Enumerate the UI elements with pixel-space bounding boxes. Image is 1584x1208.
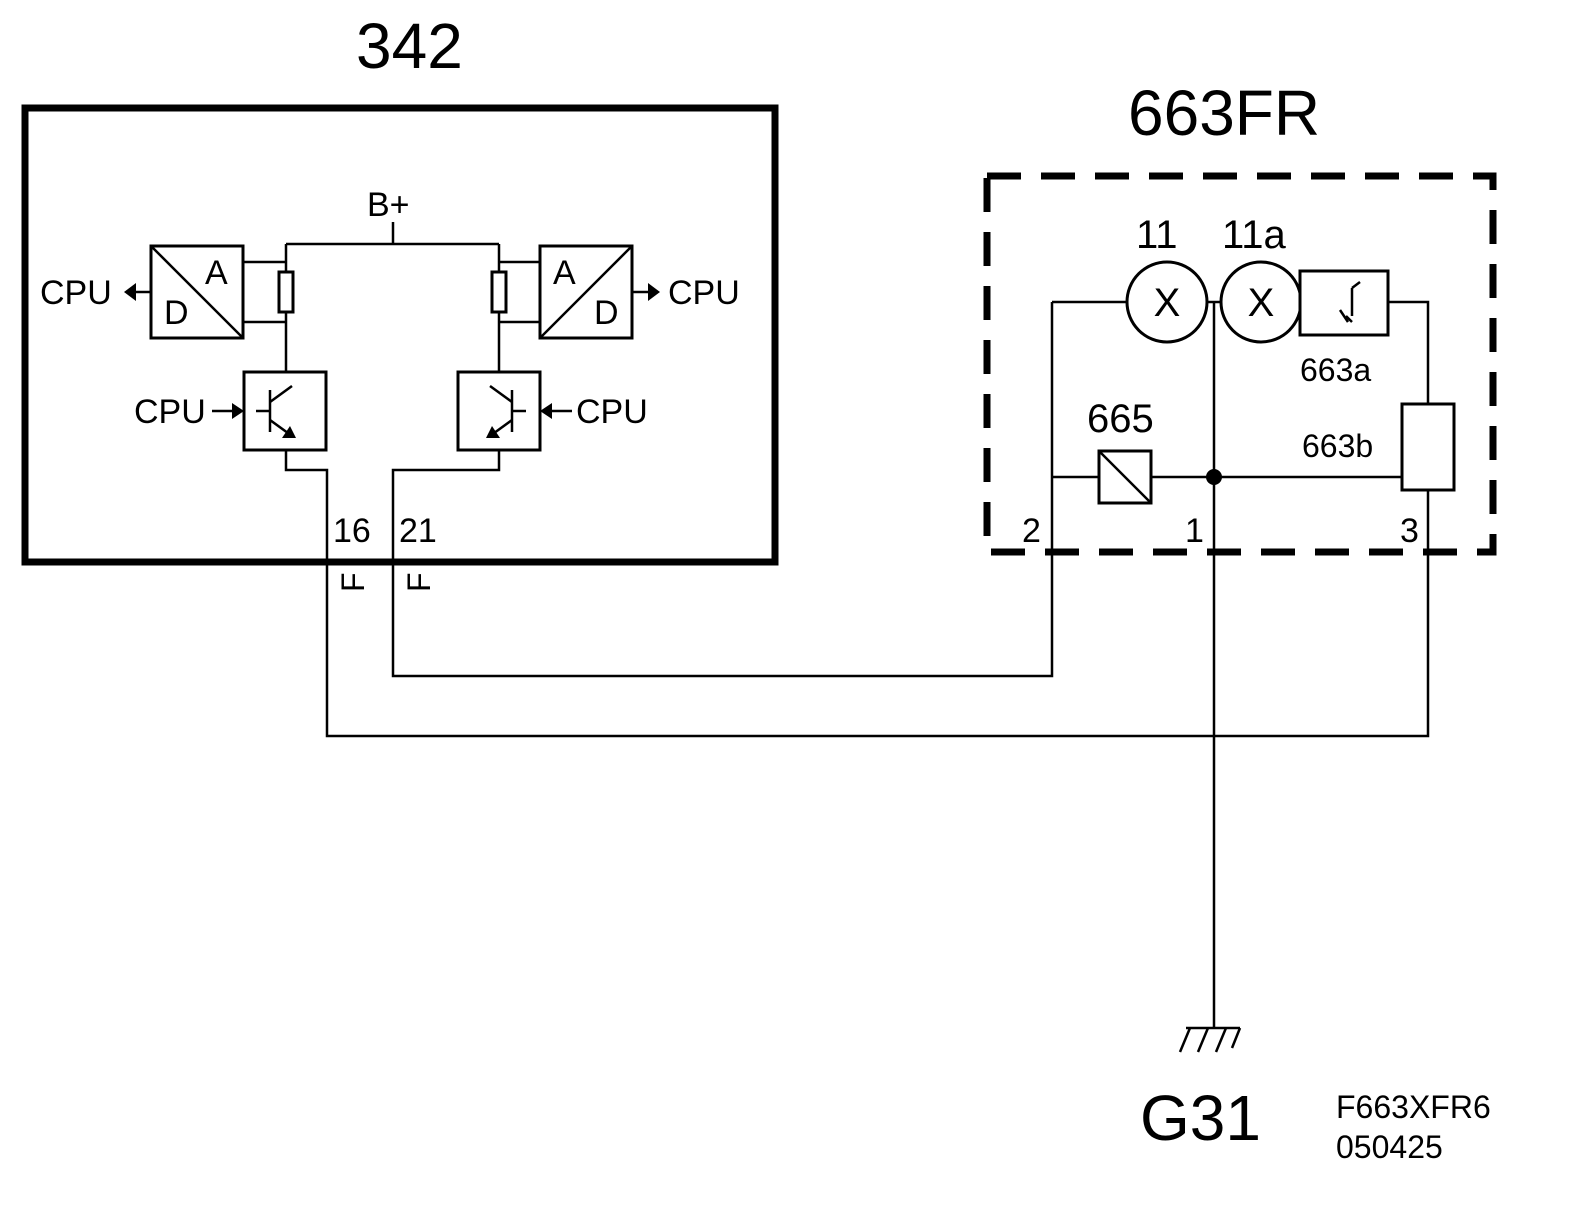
adc-right-d-label: D xyxy=(594,294,619,332)
adc-right xyxy=(499,244,660,340)
shunt-resistor-right xyxy=(490,270,508,314)
component-665-icon xyxy=(1097,449,1153,505)
lamp-11-glyph: X xyxy=(1154,281,1181,325)
module-342-title: 342 xyxy=(356,10,463,82)
component-663b-label: 663b xyxy=(1302,428,1373,464)
ground-label: G31 xyxy=(1140,1082,1261,1154)
adc-right-a-label: A xyxy=(553,254,576,292)
switch-663a-icon xyxy=(1298,269,1390,337)
drawing-code: F663XFR6 xyxy=(1336,1089,1491,1125)
pin-1-label: 1 xyxy=(1185,512,1204,550)
harness-wires xyxy=(325,552,1430,1028)
pin-3-label: 3 xyxy=(1400,512,1419,550)
component-665-label: 665 xyxy=(1087,397,1154,441)
transistor-right-icon xyxy=(456,370,572,452)
module-663fr-title: 663FR xyxy=(1128,77,1320,149)
module-342-box xyxy=(21,104,779,566)
transistor-left-icon xyxy=(212,370,328,452)
supply-label: B+ xyxy=(367,186,410,224)
pin-16-connector-label: F xyxy=(335,572,371,592)
adc-left xyxy=(124,244,286,340)
pin-2-label: 2 xyxy=(1022,512,1041,550)
adc-left-a-label: A xyxy=(205,254,228,292)
module-663fr-box xyxy=(983,172,1497,556)
pin-21-label: 21 xyxy=(399,512,437,550)
supply-bus xyxy=(284,222,501,372)
pin-wires-342 xyxy=(284,450,501,562)
lamp-11a-label: 11a xyxy=(1222,213,1287,257)
pin-16-label: 16 xyxy=(333,512,371,550)
ground-icon xyxy=(1178,1026,1242,1053)
component-663a-label: 663a xyxy=(1300,352,1371,388)
adc-left-d-label: D xyxy=(164,294,189,332)
drawing-date: 050425 xyxy=(1336,1129,1443,1165)
adc-left-cpu-label: CPU xyxy=(40,274,112,312)
component-663b-icon xyxy=(1400,402,1456,492)
driver-left-cpu-label: CPU xyxy=(134,393,206,431)
driver-right-cpu-label: CPU xyxy=(576,393,648,431)
lamp-11-label: 11 xyxy=(1136,213,1178,257)
lamp-11-icon: X xyxy=(1125,260,1209,344)
lamp-11a-icon: X xyxy=(1219,260,1303,344)
pin-21-connector-label: F xyxy=(401,572,437,592)
junction-node xyxy=(1206,469,1222,485)
shunt-resistor-left xyxy=(277,270,295,314)
adc-right-cpu-label: CPU xyxy=(668,274,740,312)
lamp-11a-glyph: X xyxy=(1248,281,1275,325)
internal-wiring-663fr xyxy=(1050,300,1430,552)
